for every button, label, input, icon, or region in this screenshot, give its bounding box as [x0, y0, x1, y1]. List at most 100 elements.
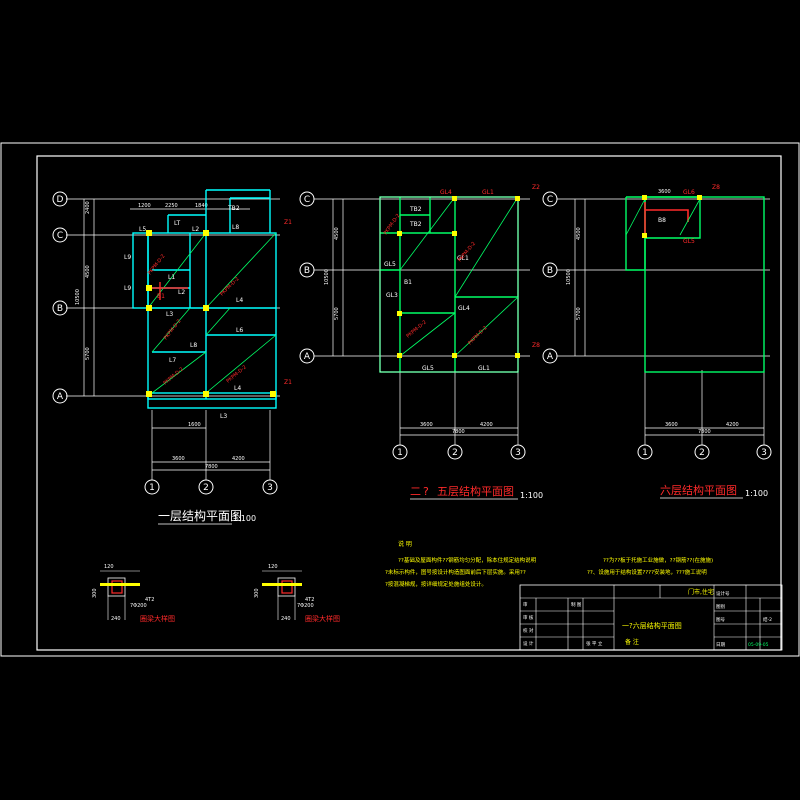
- beam-label: GL4: [458, 305, 470, 312]
- beam-label: GL5: [384, 261, 396, 268]
- dim-text: 3600: [172, 456, 185, 462]
- detail-dim: 7Φ200: [297, 603, 314, 609]
- axis-label-D: D: [57, 195, 64, 205]
- dim-text: 7800: [452, 429, 465, 435]
- beam-label: GL1: [457, 255, 469, 262]
- axis-label-2: 2: [699, 448, 705, 458]
- beam-label: L8: [190, 342, 197, 349]
- tb-row-value: 张 平 立: [586, 640, 603, 647]
- axis-label-A: A: [547, 352, 554, 362]
- axis-bubble-2: [694, 444, 710, 460]
- beam-label: L8: [232, 224, 239, 231]
- detail-dim: 300: [92, 588, 98, 598]
- tb-date: 05-09-05: [748, 642, 769, 648]
- beam-label: B1: [157, 293, 165, 300]
- plan-1st-floor: D C B A 1 2 3 2400 4500 10500 5700 1200 …: [52, 189, 292, 525]
- detail-title: 圈梁大样图: [140, 614, 175, 623]
- axis-label-3: 3: [515, 448, 521, 458]
- beam-label: L7: [169, 357, 176, 364]
- dim-text: 4200: [726, 422, 739, 428]
- axis-bubble-A: [299, 348, 315, 364]
- dim-text: 1200: [138, 203, 151, 209]
- beam-label: GL5: [683, 238, 695, 245]
- axis-label-A: A: [57, 392, 64, 402]
- tb-col-label: 图别: [716, 603, 725, 610]
- axis-bubble-3: [756, 444, 772, 460]
- plan-scale: 1:100: [520, 491, 543, 500]
- beam-label: GL4: [440, 189, 452, 196]
- slab-text: PKPM-D-2: [467, 325, 488, 346]
- dim-text: 5700: [334, 307, 340, 320]
- beam-label: TB2: [227, 205, 240, 212]
- dim-text: 4200: [480, 422, 493, 428]
- outer-frame: [0, 142, 800, 657]
- beam-label: GL1: [482, 189, 494, 196]
- axis-bubble-2: [198, 479, 214, 495]
- dim-text: 10500: [75, 289, 81, 305]
- dim-text: 7800: [698, 429, 711, 435]
- tb-col-label: 日期: [716, 642, 725, 648]
- plan-title: 六层结构平面图: [660, 483, 737, 497]
- tb-row-label: 校 对: [523, 627, 534, 634]
- dim-text: 7800: [205, 464, 218, 470]
- axis-bubble-B: [52, 300, 68, 316]
- tb-sub: 备 注: [625, 638, 639, 646]
- axis-bubble-B: [542, 262, 558, 278]
- detail-dim: 4T2: [145, 597, 154, 603]
- beam-label: GL6: [683, 189, 695, 196]
- detail-dim: 240: [281, 616, 291, 622]
- axis-label-B: B: [304, 266, 310, 276]
- tb-col-label: 图号: [716, 617, 725, 623]
- dim-text: 4500: [576, 227, 582, 240]
- dim-text: 10500: [324, 269, 330, 285]
- detail-ring-beam-2: 120 240 300 4T2 7Φ200 圈梁大样图: [254, 564, 340, 623]
- beam-label: TB2: [409, 206, 422, 213]
- axis-bubble-1: [144, 479, 160, 495]
- axis-bubble-D: [52, 191, 68, 207]
- tb-drawing-name: 一?六层结构平面图: [622, 621, 682, 630]
- axis-bubble-A: [52, 388, 68, 404]
- plan-title-q: ?: [423, 485, 429, 498]
- slab-text: PKPM-D-2: [163, 318, 183, 341]
- axis-label-1: 1: [642, 448, 648, 458]
- dim-text: 3600: [420, 422, 433, 428]
- inner-frame: [36, 155, 782, 651]
- notes-line: ??为??板于托施工业施做，??钢筋??(在施施): [603, 556, 713, 564]
- tb-company: 门市,住宅: [688, 588, 714, 596]
- axis-label-A: A: [304, 352, 311, 362]
- axis-bubble-C: [52, 227, 68, 243]
- axis-label-1: 1: [397, 448, 403, 458]
- detail-dim: 120: [104, 564, 114, 570]
- beam-label: L9: [124, 285, 131, 292]
- plan-6th-floor: C B A 1 2 3 4500 10500 5700 3600 4200 78…: [542, 184, 772, 499]
- notes-line: ??基础及屋面构件??钢筋均匀分配，除本住规定结构说明: [398, 556, 537, 564]
- title-block: 审 审 核 校 对 设 计 制 图 张 平 立 设计号 图别 图号 日期 结-2…: [519, 584, 783, 651]
- axis-bubble-A: [542, 348, 558, 364]
- beam-label: L4: [234, 385, 241, 392]
- dim-text: 10500: [566, 269, 572, 285]
- tb-row-label: 制 图: [571, 601, 582, 608]
- detail-dim: 240: [111, 616, 121, 622]
- beam-label: L5: [139, 226, 146, 233]
- axis-bubble-3: [262, 479, 278, 495]
- beam-label: B1: [404, 279, 412, 286]
- detail-ring-beam-1: 120 240 300 4T2 7Φ200 圈梁大样图: [92, 564, 175, 623]
- axis-label-C: C: [57, 231, 63, 241]
- beam-label: GL3: [386, 292, 398, 299]
- axis-label-3: 3: [761, 448, 767, 458]
- plan-scale: 1:100: [233, 514, 256, 523]
- beam-label: L6: [236, 327, 243, 334]
- plan-title: 一层结构平面图: [158, 508, 242, 523]
- beam-label: Z2: [532, 184, 540, 191]
- notes: 说 明 ??基础及屋面构件??钢筋均匀分配，除本住规定结构说明 ?未标示构件，图…: [385, 540, 713, 588]
- axis-label-3: 3: [267, 483, 273, 493]
- axis-label-C: C: [304, 195, 310, 205]
- plan-scale: 1:100: [745, 489, 768, 498]
- plan-title-a: 二: [410, 485, 421, 498]
- detail-dim: 4T2: [305, 597, 314, 603]
- axis-bubble-1: [637, 444, 653, 460]
- detail-title: 圈梁大样图: [305, 614, 340, 623]
- beam-label: TB2: [409, 221, 422, 228]
- axis-label-2: 2: [203, 483, 209, 493]
